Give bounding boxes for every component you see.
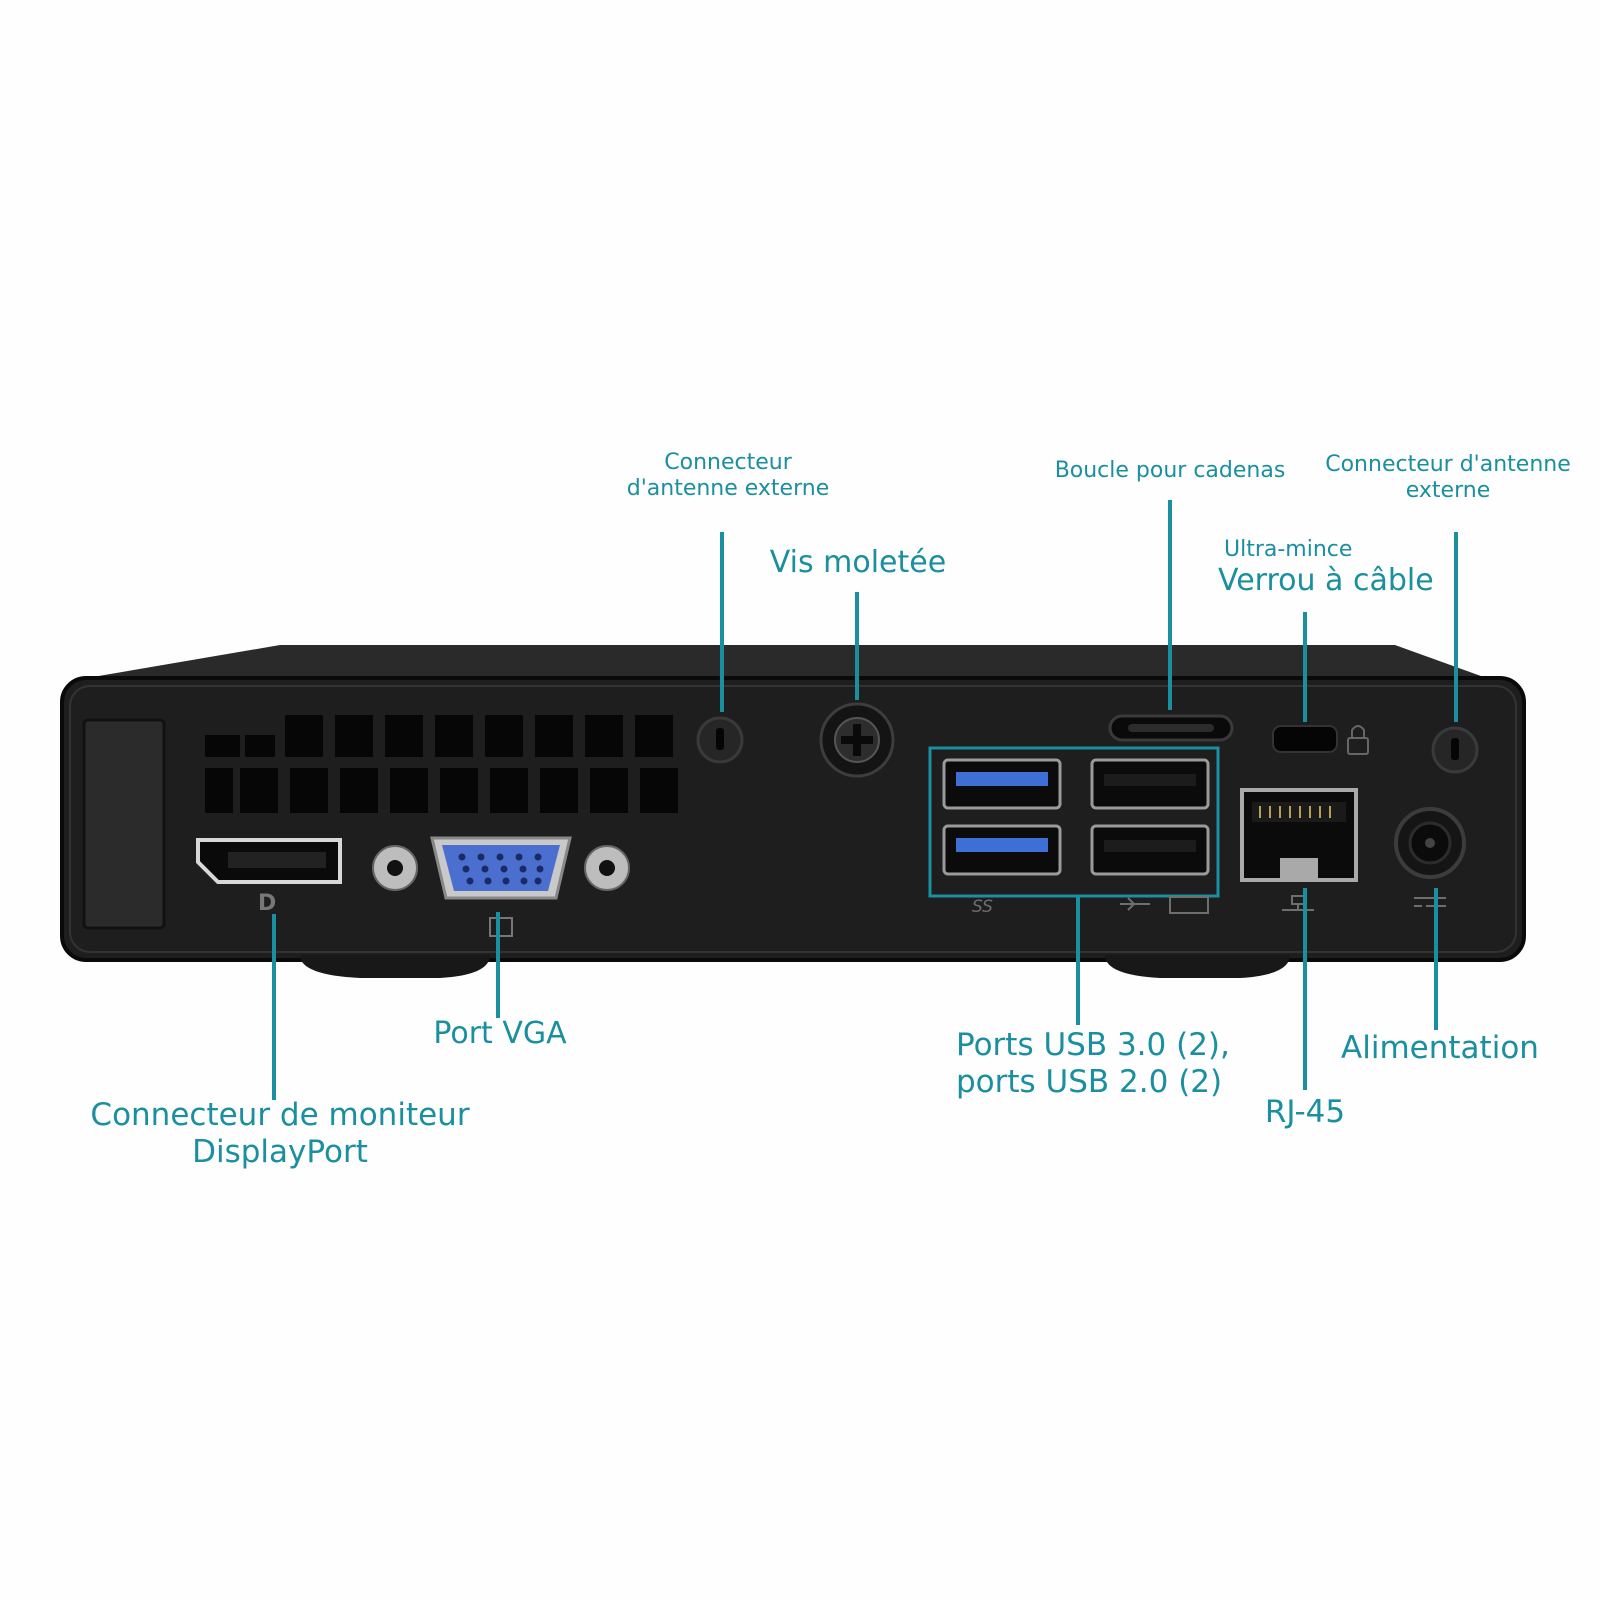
thumbscrew [819, 702, 895, 778]
displayport-logo-icon: D [258, 891, 276, 916]
label-cable-lock: Ultra-mince Verrou à câble [1218, 537, 1434, 599]
leader-lines [272, 500, 1458, 1100]
displayport-connector [196, 838, 342, 884]
cable-lock-slot [1272, 725, 1338, 753]
label-padlock-loop: Boucle pour cadenas [1054, 458, 1286, 483]
label-vga: Port VGA [433, 1016, 567, 1051]
usb2-port-bottom [1090, 824, 1210, 876]
rj45-port [1240, 788, 1358, 882]
antenna-connector-left [696, 716, 744, 764]
usb3-port-bottom [942, 824, 1062, 876]
side-bracket [82, 718, 166, 930]
label-antenna-left: Connecteur d'antenne externe [626, 450, 830, 502]
foot-left [300, 955, 490, 978]
chassis-rim [69, 685, 1517, 953]
power-jack [1394, 807, 1466, 879]
foot-right [1105, 955, 1290, 978]
label-antenna-right: Connecteur d'antenne externe [1325, 452, 1571, 504]
label-displayport: Connecteur de moniteur DisplayPort [90, 1097, 470, 1171]
usb-highlight-box [928, 746, 1220, 898]
antenna-connector-right [1431, 726, 1479, 774]
chassis-top [75, 645, 1492, 680]
label-usb: Ports USB 3.0 (2), ports USB 2.0 (2) [956, 1027, 1230, 1101]
vga-connector [372, 836, 630, 900]
label-thumbscrew: Vis moletée [769, 545, 947, 580]
vga-monitor-icon [489, 917, 513, 937]
usb-icon [1120, 897, 1150, 911]
label-power: Alimentation [1341, 1030, 1539, 1066]
usb3-port-top [942, 758, 1062, 810]
vent-grille [205, 715, 678, 813]
superspeed-usb-icon: SS [972, 897, 993, 917]
dc-power-icon [1414, 897, 1446, 907]
label-rj45: RJ-45 [1264, 1094, 1346, 1130]
padlock-icon [1347, 725, 1369, 755]
keyboard-icon [1169, 896, 1209, 914]
network-icon [1282, 895, 1314, 911]
usb2-port-top [1090, 758, 1210, 810]
